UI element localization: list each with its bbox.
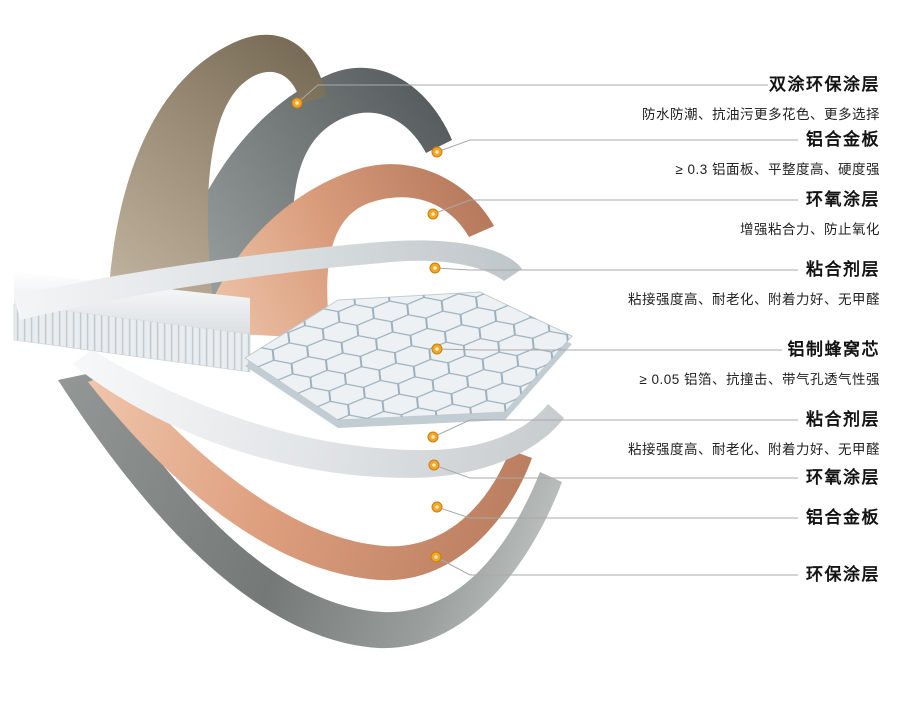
callout-dot — [428, 459, 440, 471]
layer-label-bottom-coating: 环保涂层 — [806, 564, 880, 586]
leader-line — [432, 419, 798, 438]
layer-title: 粘合剂层 — [806, 410, 880, 429]
layer-title: 铝制蜂窝芯 — [787, 340, 880, 359]
bottom-adhesive-sheet — [72, 350, 564, 478]
leader-line — [432, 199, 798, 215]
leader-line — [436, 506, 798, 519]
top-epoxy-sheet — [200, 164, 494, 339]
layer-title: 铝合金板 — [806, 130, 880, 149]
layer-title: 环氧涂层 — [806, 468, 880, 487]
layer-desc: 防水防潮、抗油污更多花色、更多选择 — [642, 107, 880, 122]
callout-dot — [427, 208, 439, 220]
layer-title: 环氧涂层 — [806, 190, 880, 209]
layer-label-top-coating: 双涂环保涂层 防水防潮、抗油污更多花色、更多选择 — [642, 74, 880, 123]
layer-title: 粘合剂层 — [806, 260, 880, 279]
top-coating-sheet — [108, 34, 326, 309]
layer-desc: 粘接强度高、耐老化、附着力好、无甲醛 — [628, 442, 880, 457]
layer-label-bottom-epoxy: 环氧涂层 — [806, 467, 880, 489]
callout-dot — [427, 431, 439, 443]
callout-dot — [431, 146, 443, 158]
layer-title: 双涂环保涂层 — [769, 75, 880, 94]
leader-line — [436, 348, 782, 351]
layer-desc: 粘接强度高、耐老化、附着力好、无甲醛 — [628, 292, 880, 307]
layer-desc: 增强粘合力、防止氧化 — [740, 222, 880, 237]
honeycomb-core — [244, 291, 573, 428]
callout-dots — [291, 97, 443, 563]
layer-label-top-adhesive: 粘合剂层 粘接强度高、耐老化、附着力好、无甲醛 — [628, 259, 880, 308]
layer-desc: ≥ 0.05 铝箔、抗撞击、带气孔透气性强 — [639, 372, 880, 387]
layer-title: 铝合金板 — [806, 508, 880, 527]
layer-label-top-epoxy: 环氧涂层 增强粘合力、防止氧化 — [740, 189, 880, 238]
leader-line — [296, 84, 768, 104]
leader-line — [433, 464, 798, 479]
layer-label-honeycomb-core: 铝制蜂窝芯 ≥ 0.05 铝箔、抗撞击、带气孔透气性强 — [639, 339, 880, 388]
callout-dot — [291, 97, 303, 109]
layer-label-top-aluminum: 铝合金板 ≥ 0.3 铝面板、平整度高、硬度强 — [675, 129, 880, 178]
layer-label-bottom-aluminum: 铝合金板 — [806, 507, 880, 529]
leader-lines — [296, 84, 798, 576]
callout-dot — [431, 343, 443, 355]
leader-line — [436, 139, 798, 153]
callout-dot — [430, 551, 442, 563]
leader-line — [434, 267, 798, 271]
callout-dot — [431, 501, 443, 513]
top-adhesive-sheet — [14, 240, 522, 320]
layer-desc: ≥ 0.3 铝面板、平整度高、硬度强 — [675, 162, 880, 177]
layer-label-bottom-adhesive: 粘合剂层 粘接强度高、耐老化、附着力好、无甲醛 — [628, 409, 880, 458]
callout-dot — [429, 262, 441, 274]
layer-title: 环保涂层 — [806, 565, 880, 584]
leader-line — [435, 556, 798, 576]
